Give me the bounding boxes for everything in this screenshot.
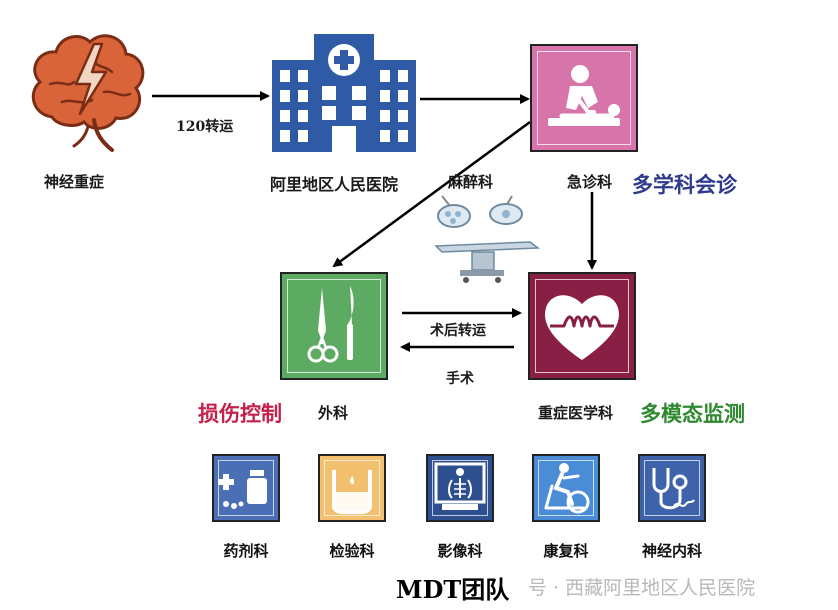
beaker-icon (332, 470, 372, 514)
transfer-label: 120转运 (176, 119, 234, 135)
emergency-label: 急诊科 (567, 173, 613, 191)
team-rehab-label: 康复科 (543, 542, 589, 560)
hospital-building-icon (272, 34, 416, 152)
mdt-consult-label: 多学科会诊 (632, 172, 737, 197)
icu-label: 重症医学科 (538, 404, 614, 422)
exercise-bike-icon (544, 463, 590, 514)
xray-icon (434, 462, 486, 510)
multimodal-label: 多模态监测 (640, 401, 745, 426)
operating-table-icon (434, 195, 541, 283)
operation-label: 手术 (446, 371, 474, 387)
brain-lightning-icon (31, 34, 145, 152)
surgical-tools-icon (307, 286, 354, 363)
operating-table (432, 194, 544, 286)
medicine-icon (218, 470, 267, 509)
team-imaging-label: 影像科 (437, 542, 483, 560)
team-member-rehab (532, 454, 600, 522)
team-lab-label: 检验科 (329, 542, 375, 560)
damage-control-label: 损伤控制 (198, 401, 282, 426)
surgery-node (280, 272, 388, 380)
team-pharmacy-label: 药剂科 (223, 542, 269, 560)
team-title: MDT团队 (396, 575, 510, 604)
arrow-emergency-to-surgery (332, 120, 531, 268)
stethoscope-icon (652, 468, 695, 510)
hospital-node (270, 30, 418, 154)
emergency-node (530, 44, 638, 152)
heart-monitor-icon (545, 295, 619, 360)
team-neurology-label: 神经内科 (641, 542, 702, 560)
post-op-label: 术后转运 (430, 323, 486, 339)
anesthesia-label: 麻醉科 (448, 173, 494, 191)
surgery-label: 外科 (318, 404, 349, 422)
hospital-label: 阿里地区人民医院 (270, 175, 399, 194)
team-member-lab (318, 454, 386, 522)
team-member-imaging (426, 454, 494, 522)
team-member-neurology (638, 454, 706, 522)
team-member-pharmacy (212, 454, 280, 522)
brain-node (22, 22, 152, 152)
start-label: 神经重症 (44, 173, 105, 191)
watermark: 号 · 西藏阿里地区人民医院 (528, 577, 756, 599)
icu-node (528, 272, 636, 380)
cpr-icon (548, 65, 620, 126)
